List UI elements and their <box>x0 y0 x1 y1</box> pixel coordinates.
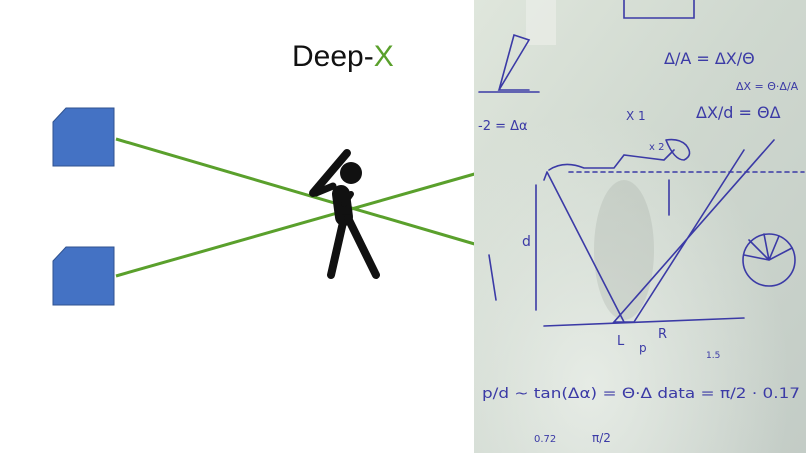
note-12: 1.5 <box>706 351 720 361</box>
note-2: ΔX = Θ·Δ/A <box>736 80 799 93</box>
note-3: ΔX/d = ΘΔ <box>696 103 781 122</box>
note-11: p/d ~ tan(Δα) = Θ·Δ data = π/2 · 0.17 <box>482 386 800 402</box>
note-13: 0.72 <box>534 434 556 445</box>
whiteboard-glare <box>474 0 806 453</box>
whiteboard-drawing <box>478 0 805 327</box>
sightline-bottom-camera <box>115 171 479 278</box>
note-10: -2 = Δα <box>478 119 528 134</box>
baseball-batter-icon <box>309 149 380 279</box>
tape-strip <box>526 0 556 45</box>
slide-title: Deep-X <box>292 40 394 74</box>
whiteboard-photo: Δ/A = ΔX/Θ ΔX = Θ·Δ/A ΔX/d = ΘΔ X 1 x 2 … <box>474 0 806 453</box>
sightline-top-camera <box>115 137 479 247</box>
note-8: R <box>658 327 667 342</box>
camera-top-icon <box>52 107 115 167</box>
title-main: Deep- <box>292 40 374 73</box>
note-6: d <box>522 234 531 250</box>
note-9: p <box>639 341 647 355</box>
note-7: L <box>617 334 625 349</box>
note-5: x 2 <box>649 142 664 153</box>
camera-bottom-icon <box>52 246 115 306</box>
note-1: Δ/A = ΔX/Θ <box>664 49 755 68</box>
reflection-shadow <box>594 180 654 320</box>
note-14: π/2 <box>592 431 611 445</box>
whiteboard-notes: Δ/A = ΔX/Θ ΔX = Θ·Δ/A ΔX/d = ΘΔ X 1 x 2 … <box>478 49 800 445</box>
note-4: X 1 <box>626 109 646 123</box>
title-accent: X <box>373 40 394 73</box>
